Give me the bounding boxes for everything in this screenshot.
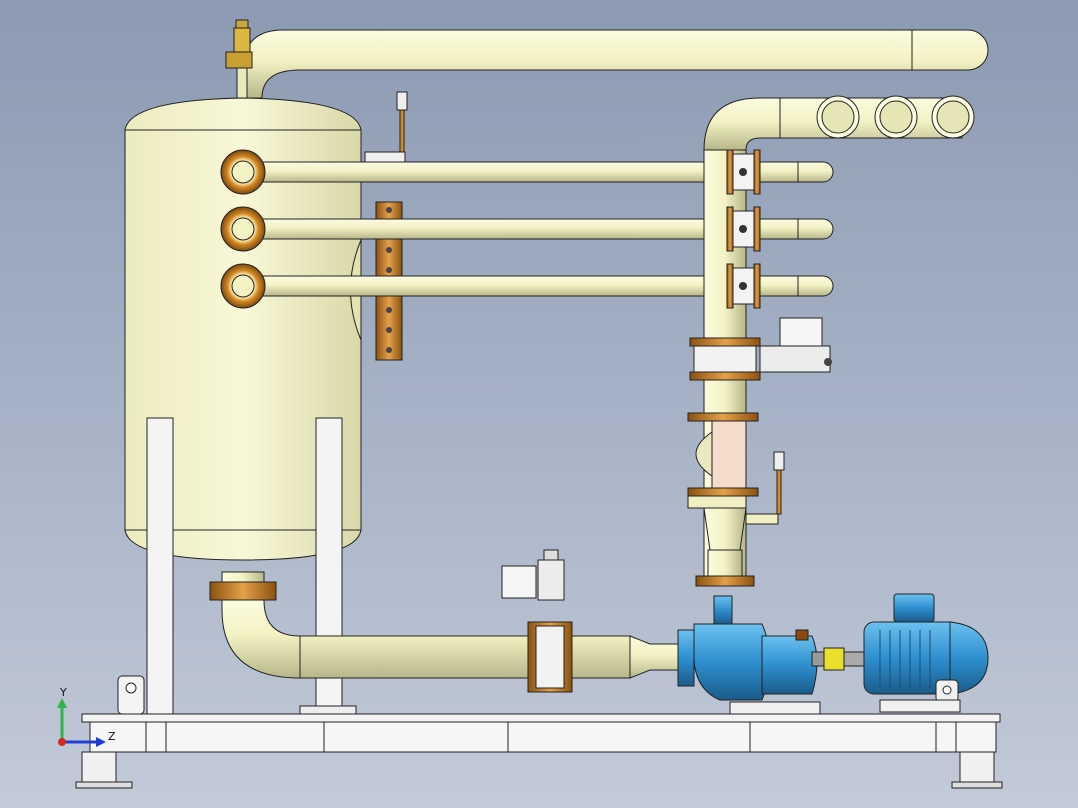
inline-flanged-valves[interactable] (726, 149, 761, 309)
x-axis-icon (58, 738, 66, 746)
axis-triad: Y Z (57, 686, 116, 747)
z-axis-label: Z (108, 730, 116, 743)
sight-glass-strainer[interactable] (687, 412, 785, 551)
electric-motor[interactable] (863, 593, 989, 713)
top-return-pipe[interactable] (242, 29, 989, 99)
pump-inlet-flange (695, 549, 755, 587)
tank-nozzle-pipes[interactable] (220, 149, 834, 309)
base-frame[interactable] (75, 713, 1003, 789)
suction-line[interactable] (209, 549, 681, 693)
header-pipe-outlets[interactable] (816, 95, 975, 139)
shaft-coupling (811, 647, 865, 671)
check-valve-assembly[interactable] (689, 317, 832, 381)
y-axis-label: Y (59, 686, 67, 699)
centrifugal-pump[interactable] (677, 595, 821, 715)
